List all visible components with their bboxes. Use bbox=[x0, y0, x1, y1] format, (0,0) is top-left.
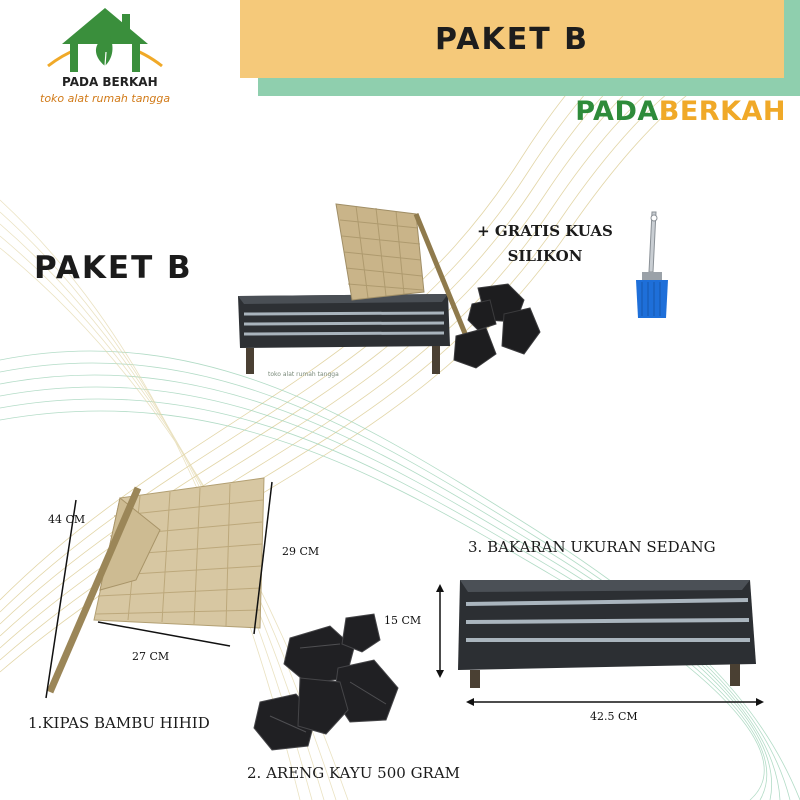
grill-width-dimension: 42.5 CM bbox=[590, 710, 638, 723]
logo-name: PADA BERKAH bbox=[62, 75, 158, 89]
brand-part2: BERKAH bbox=[658, 96, 786, 127]
watermark-text: toko alat rumah tangga bbox=[268, 371, 339, 378]
grill-image bbox=[436, 580, 764, 706]
banner-background bbox=[240, 0, 784, 78]
fan-side-dimension: 29 CM bbox=[282, 545, 320, 558]
silicone-brush-icon bbox=[636, 211, 668, 318]
house-logo-icon bbox=[47, 8, 163, 72]
charcoal-image bbox=[253, 613, 399, 751]
brand-part1: PADA bbox=[575, 96, 659, 127]
banner-title: PAKET B bbox=[435, 21, 589, 57]
fan-width-dimension: 27 CM bbox=[132, 650, 170, 663]
page-heading: PAKET B bbox=[34, 250, 193, 286]
item1-label: 1.KIPAS BAMBU HIHID bbox=[28, 714, 210, 732]
bonus-line1: + GRATIS KUAS bbox=[477, 222, 613, 240]
logo-tagline: toko alat rumah tangga bbox=[40, 92, 171, 105]
fan-height-dimension: 44 CM bbox=[48, 513, 86, 526]
item2-label: 2. ARENG KAYU 500 GRAM bbox=[247, 764, 461, 782]
brand-wordmark: PADABERKAH bbox=[575, 96, 786, 127]
package-bundle-image: toko alat rumah tangga bbox=[238, 203, 541, 378]
item3-label: 3. BAKARAN UKURAN SEDANG bbox=[468, 538, 716, 556]
bonus-line2: SILIKON bbox=[507, 247, 583, 265]
grill-height-dimension: 15 CM bbox=[384, 614, 422, 627]
bamboo-fan-image bbox=[45, 477, 273, 699]
